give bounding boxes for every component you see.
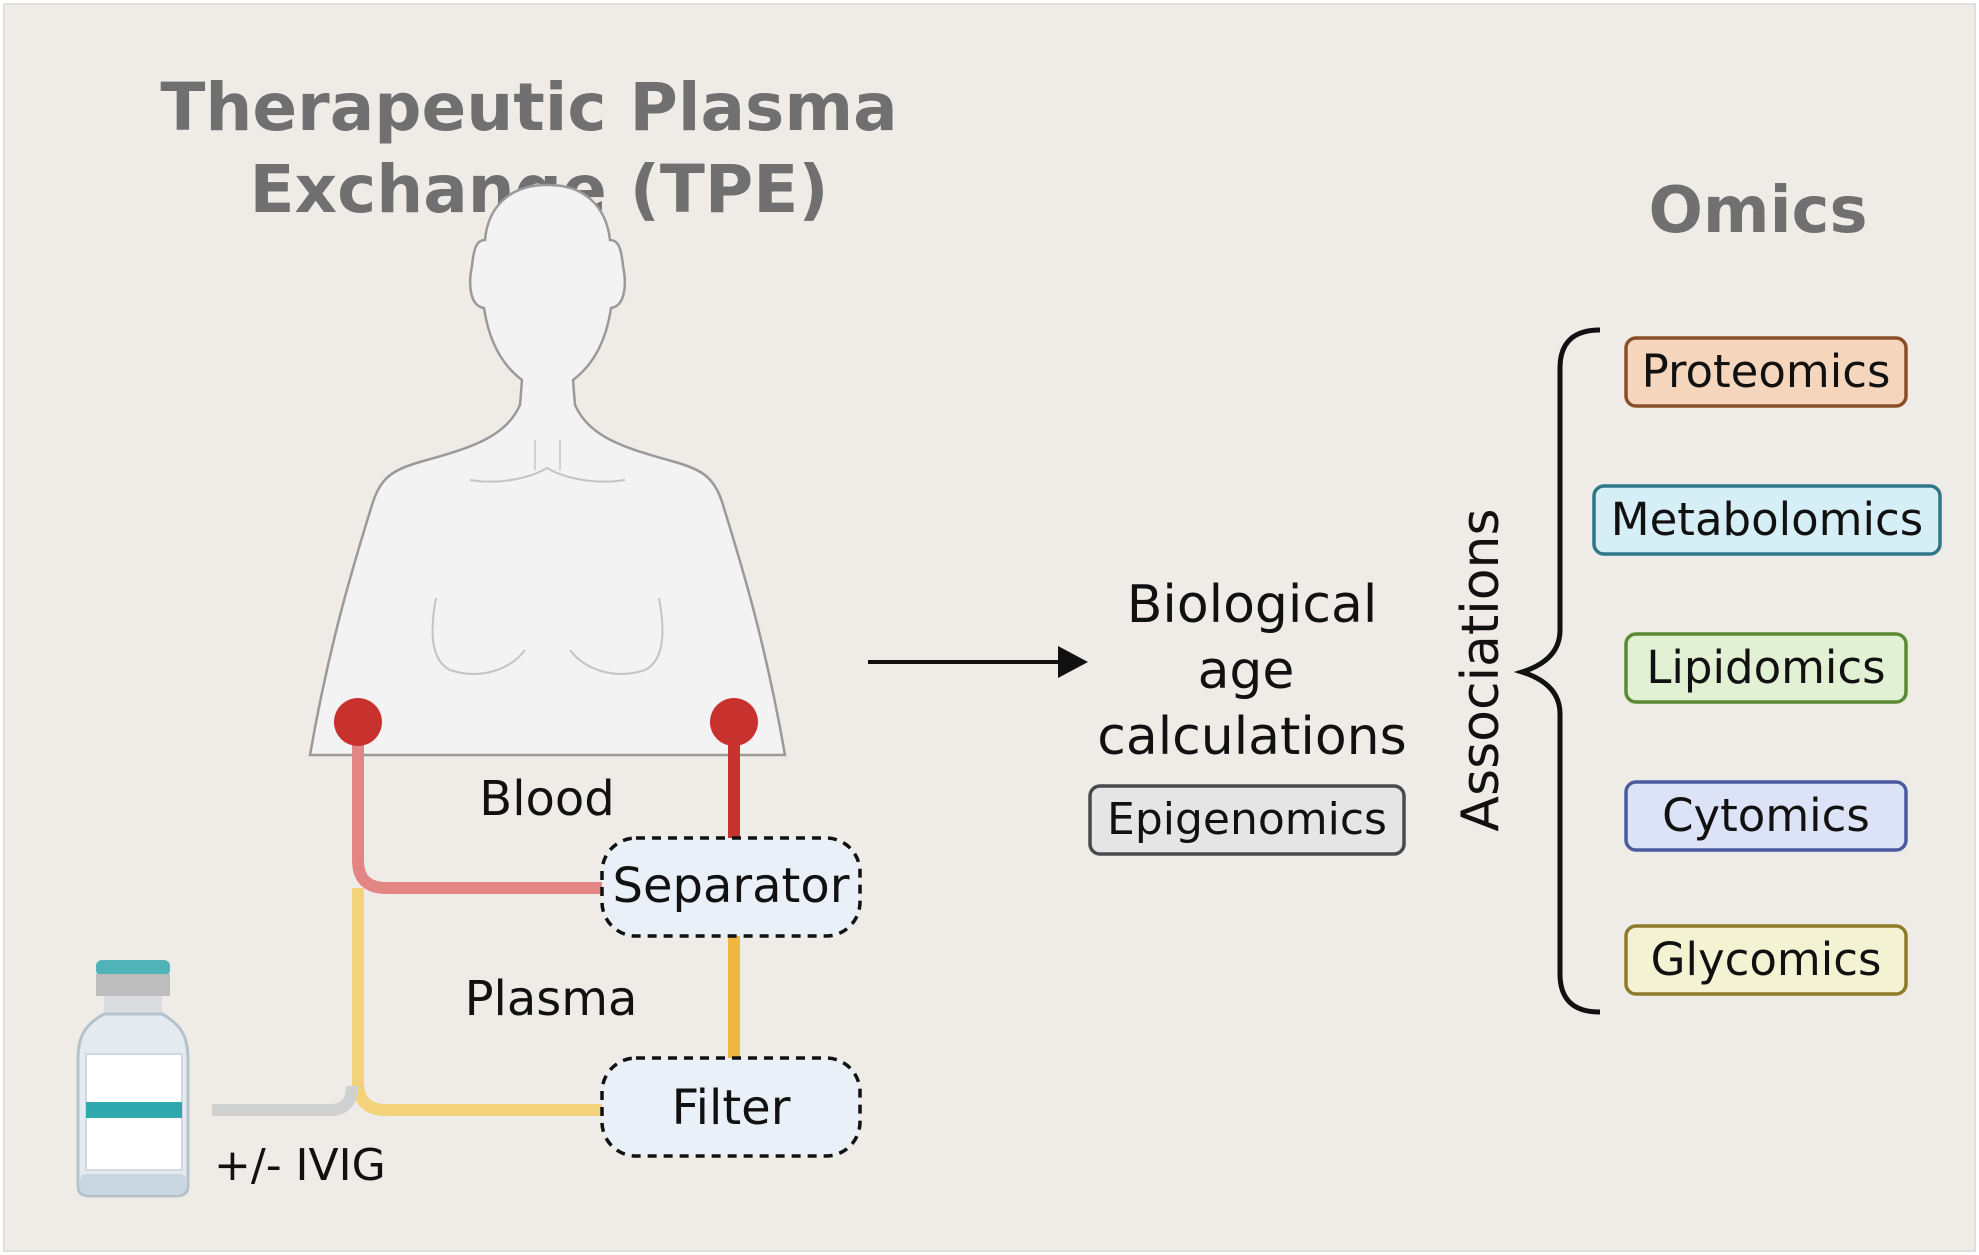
blood-out-line [352,725,602,894]
omics-pill-metabolomics [1592,484,1942,556]
plasma-return-line [352,888,602,1116]
omics-pill-glycomics [1624,924,1908,996]
separator-node [600,836,862,938]
omics-label-proteomics: Proteomics [1642,345,1891,398]
ivig-label: +/- IVIG [214,1140,386,1191]
blood-access-right [710,698,758,746]
omics-pill-lipidomics [1624,632,1908,704]
blood-label: Blood [479,771,614,827]
bio-age-line-2: age [1198,641,1295,701]
ivig-line [212,1085,358,1116]
bio-age-line-1: Biological [1127,575,1378,635]
filter-node [600,1056,862,1158]
filter-label: Filter [672,1080,791,1136]
bio-age-line-3: calculations [1097,707,1406,767]
flow-arrow-head [1058,646,1088,678]
omics-label-glycomics: Glycomics [1651,933,1882,986]
epigenomics-box [1088,784,1406,856]
separator-label: Separator [613,858,850,914]
background-panel [3,3,1976,1252]
epigenomics-label: Epigenomics [1107,794,1387,845]
omics-pill-proteomics [1624,336,1908,408]
omics-label-cytomics: Cytomics [1662,789,1870,842]
omics-label-lipidomics: Lipidomics [1646,641,1885,694]
omics-label-metabolomics: Metabolomics [1611,493,1923,546]
title-line-1: Therapeutic Plasma [160,69,897,146]
omics-heading: Omics [1648,174,1867,248]
omics-list: Proteomics Metabolomics Lipidomics Cytom… [1592,336,1942,996]
associations-label: Associations [1451,508,1511,831]
omics-pill-cytomics [1624,780,1908,852]
ivig-vial-icon [76,960,190,1198]
associations-brace [1513,327,1601,1015]
blood-access-left [334,698,382,746]
plasma-label: Plasma [465,971,638,1027]
human-figure-icon [308,183,787,757]
